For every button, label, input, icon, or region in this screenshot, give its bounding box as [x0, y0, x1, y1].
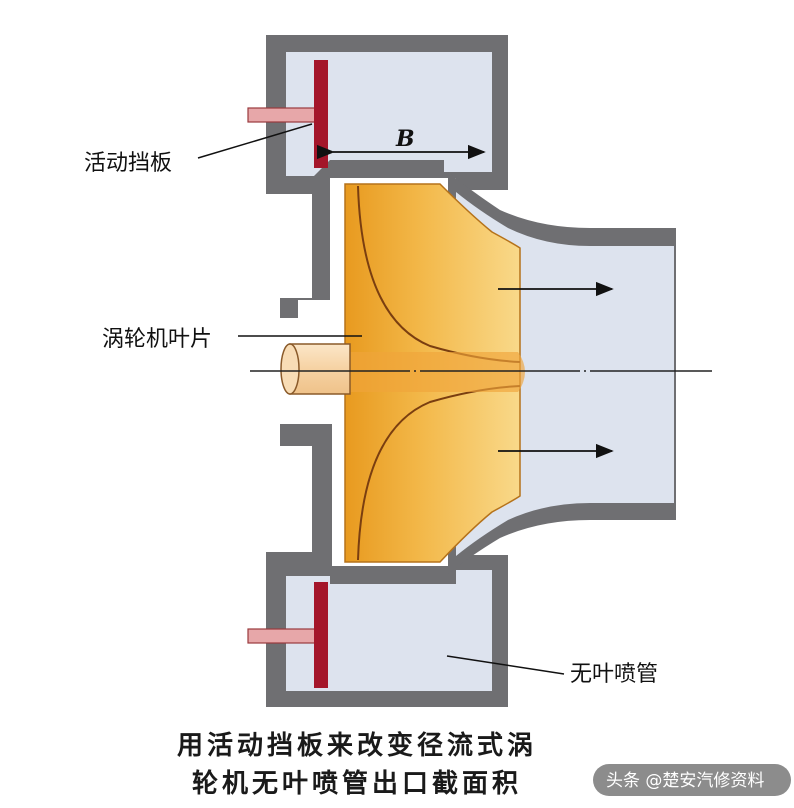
flow-arrows: [498, 281, 614, 459]
label-turbine-blades: 涡轮机叶片: [102, 327, 212, 352]
movable-baffle-bottom: [314, 582, 328, 688]
caption-line-2: 轮机无叶喷管出口截面积: [192, 769, 522, 799]
dimension-label: B: [395, 126, 415, 152]
watermark: 头条 @楚安汽修资料: [593, 764, 791, 796]
dimension-b: B: [316, 126, 486, 160]
leader-nozzle: [446, 655, 565, 675]
shaft: [280, 343, 351, 395]
watermark-text: 头条 @楚安汽修资料: [606, 771, 764, 791]
label-movable-baffle: 活动挡板: [84, 151, 172, 176]
movable-baffle-top: [314, 60, 328, 168]
baffle-top: [247, 60, 328, 168]
leader-baffle: [197, 123, 313, 159]
caption-line-1: 用活动挡板来改变径流式涡: [177, 730, 537, 761]
label-vaneless-nozzle: 无叶喷管: [570, 662, 658, 687]
actuator-rod-bottom: [247, 628, 317, 644]
baffle-bottom: [247, 582, 328, 688]
actuator-rod-top: [247, 107, 317, 123]
impeller: [344, 183, 525, 563]
